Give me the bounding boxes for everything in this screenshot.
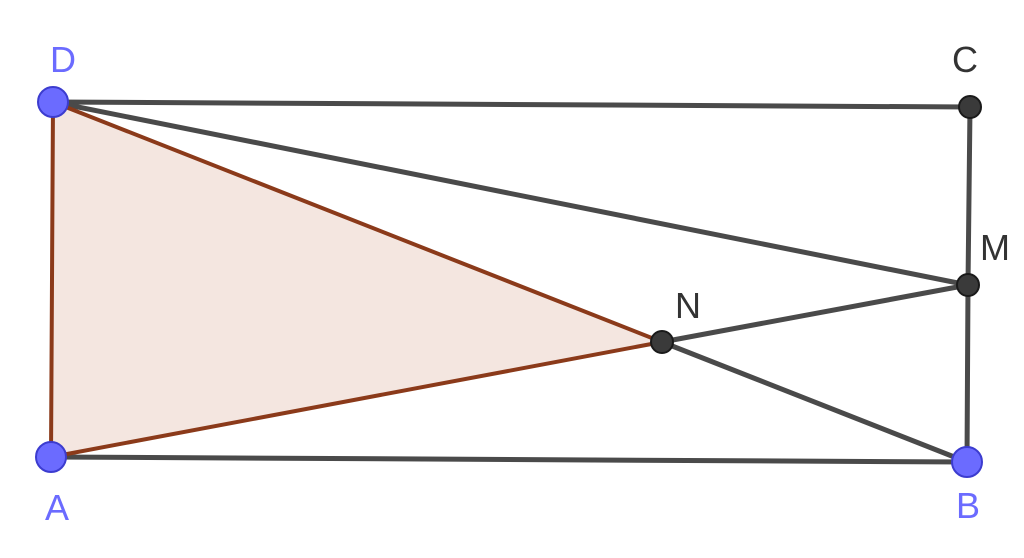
label-a: A [45, 487, 69, 528]
triangle-edge-d-n [51, 100, 664, 344]
labels-layer: D C M N A B [45, 39, 1010, 528]
segments-layer [48, 99, 973, 465]
segment-a-b [48, 454, 970, 465]
triangle-dan-fill [51, 102, 662, 457]
segment-m-b [964, 282, 971, 465]
triangle-edge-d-a [49, 100, 55, 459]
label-m: M [980, 227, 1010, 268]
label-d: D [50, 39, 76, 80]
point-n[interactable] [650, 330, 674, 354]
segment-c-m [965, 104, 973, 288]
label-b: B [956, 485, 980, 526]
points-layer [35, 86, 983, 478]
triangle-edge-a-n [49, 340, 664, 459]
point-m[interactable] [956, 273, 980, 297]
triangle-edges-layer [49, 100, 664, 459]
label-c: C [952, 39, 978, 80]
segment-n-b [659, 339, 970, 465]
point-a[interactable] [35, 441, 67, 473]
segment-d-m [50, 99, 971, 288]
point-d[interactable] [37, 86, 69, 118]
label-n: N [675, 285, 701, 326]
segment-d-c [50, 99, 973, 110]
segment-n-m [659, 282, 971, 345]
point-b[interactable] [951, 446, 983, 478]
point-c[interactable] [958, 95, 982, 119]
